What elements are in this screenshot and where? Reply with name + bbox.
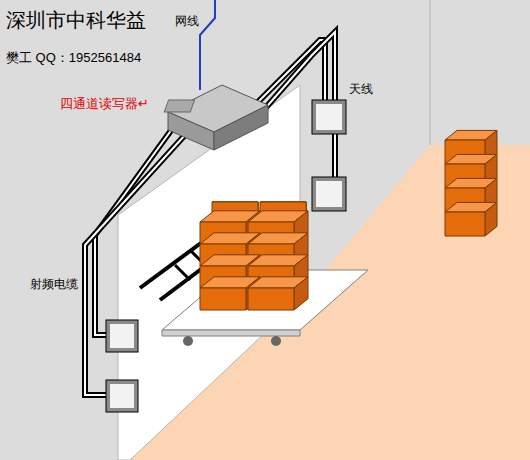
contact-note: 樊工 QQ：1952561484 <box>6 50 141 66</box>
cable-label: 射频电缆 <box>30 277 78 291</box>
portal-panel <box>118 85 300 460</box>
network-cable <box>200 0 215 90</box>
reader-device <box>164 85 268 150</box>
box-face <box>294 277 308 310</box>
box-face <box>200 288 246 310</box>
box-face <box>445 212 485 236</box>
wall-corner <box>430 0 431 145</box>
reader-label: 四通道读写器↵ <box>60 96 149 112</box>
box-face <box>248 288 294 310</box>
antennas <box>106 100 346 412</box>
cable-label: 网线 <box>175 14 199 28</box>
box-face <box>485 202 497 236</box>
cart <box>140 240 368 346</box>
boxes <box>200 130 497 310</box>
company-title: 深圳市中科华益 <box>6 8 146 32</box>
rf-cables <box>85 32 335 395</box>
antenna-label: 天线 <box>349 82 373 96</box>
